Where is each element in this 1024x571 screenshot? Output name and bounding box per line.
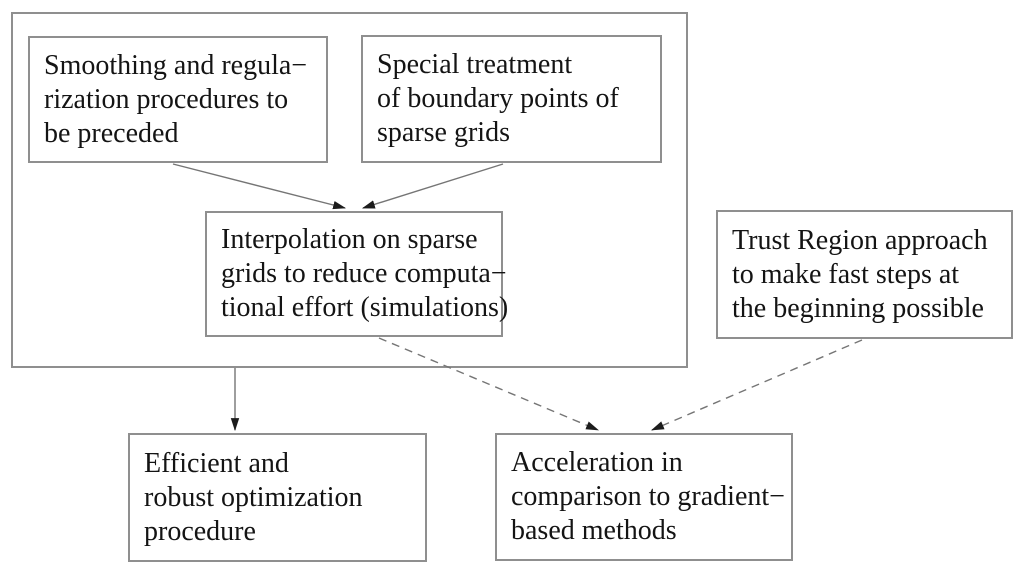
dashed-arrow-trust-region-to-acceleration — [651, 339, 863, 431]
box-text-line: Acceleration in — [511, 447, 683, 478]
box-text-line: to make fast steps at — [732, 258, 960, 290]
box-acceleration: Acceleration in comparison to gradient− … — [495, 433, 793, 561]
box-trust-region: Trust Region approach to make fast steps… — [716, 210, 1013, 339]
dashed-arrow-interpolation-to-acceleration — [378, 337, 599, 431]
box-text-line: based methods — [511, 515, 677, 546]
box-text-line: Special treatment — [377, 49, 573, 80]
arrow-smoothing-to-interpolation — [172, 163, 347, 210]
box-text-line: grids to reduce computa− — [221, 258, 507, 289]
box-text-line: be preceded — [44, 117, 179, 149]
box-text-line: comparison to gradient− — [511, 481, 785, 512]
arrow-boundary-to-interpolation — [361, 163, 504, 209]
box-text-line: of boundary points of — [377, 83, 619, 114]
box-smoothing-regularization: Smoothing and regula− rization procedure… — [28, 36, 328, 163]
box-text-line: Trust Region approach — [732, 224, 988, 256]
box-text-line: sparse grids — [377, 117, 510, 148]
box-text-line: procedure — [144, 515, 256, 547]
box-interpolation-sparse-grids: Interpolation on sparse grids to reduce … — [205, 211, 509, 337]
box-text-line: Smoothing and regula− — [44, 49, 308, 81]
box-text-line: the beginning possible — [732, 292, 984, 324]
box-text-line: rization procedures to — [44, 83, 289, 115]
box-text-line: Efficient and — [144, 447, 289, 479]
box-text-line: Interpolation on sparse — [221, 224, 478, 255]
box-text-line: robust optimization — [144, 481, 363, 513]
box-text-line: tional effort (simulations) — [221, 292, 509, 323]
box-boundary-treatment: Special treatment of boundary points of … — [361, 35, 662, 163]
box-efficient-optimization: Efficient and robust optimization proced… — [128, 433, 427, 562]
outer-group-box — [11, 12, 688, 368]
